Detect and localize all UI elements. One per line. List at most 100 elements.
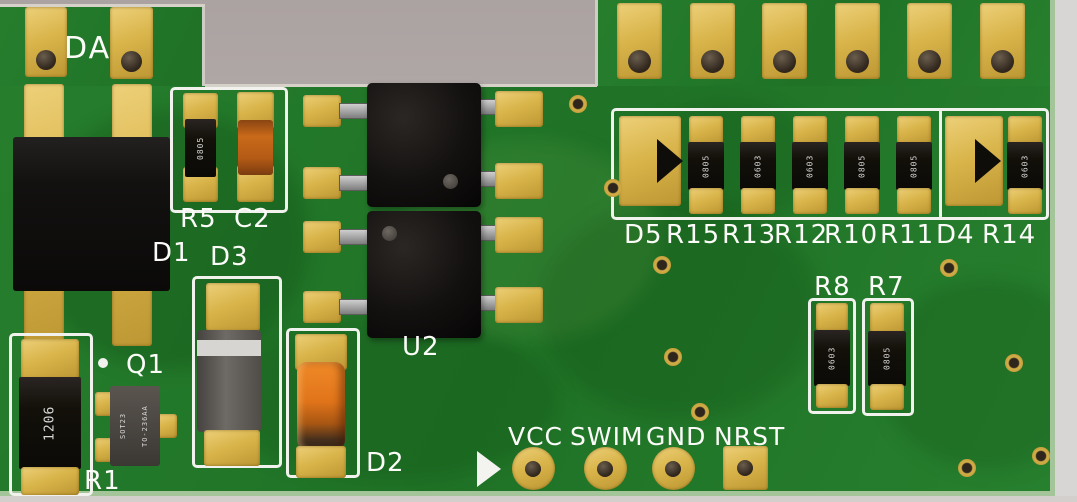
board-shading: [220, 320, 560, 480]
drill-hole: [525, 461, 541, 477]
d2-pad: [296, 446, 346, 478]
component-r12-body: 0603: [792, 142, 828, 190]
r7-pad: [870, 384, 904, 410]
drill-hole: [36, 50, 56, 70]
drill-hole: [773, 50, 796, 73]
r5-marking: 0805: [196, 136, 205, 160]
r15-pad: [689, 116, 723, 144]
r10-marking: 0805: [857, 154, 867, 178]
label-r13: R13: [722, 220, 777, 250]
component-r11-body: 0805: [896, 142, 932, 190]
label-r8: R8: [814, 272, 851, 302]
via: [604, 179, 622, 197]
label-d5: D5: [624, 220, 663, 250]
u2-pad: [303, 167, 341, 199]
drill-hole: [597, 461, 613, 477]
via: [1032, 447, 1050, 465]
component-r1-body: 1206: [19, 377, 81, 469]
component-r8-body: 0603: [814, 330, 850, 386]
label-d2: D2: [366, 448, 405, 478]
label-d3: D3: [210, 242, 249, 272]
r14-pad: [1008, 188, 1042, 214]
q1-silk-dot: [98, 358, 108, 368]
via: [691, 403, 709, 421]
via: [653, 256, 671, 274]
via: [1005, 354, 1023, 372]
r8-pad: [816, 384, 848, 408]
component-ic-body: [367, 83, 481, 207]
r14-pad: [1008, 116, 1042, 144]
board-edge: [595, 0, 598, 86]
board-edge: [1050, 0, 1055, 496]
r11-marking: 0805: [909, 154, 919, 178]
label-r5: R5: [180, 204, 217, 234]
label-d1: D1: [152, 238, 191, 268]
r15-pad: [689, 188, 723, 214]
r1-pad: [21, 339, 79, 379]
u2-pad: [495, 217, 543, 253]
via: [569, 95, 587, 113]
q1-marking: TO-236AA: [141, 405, 149, 447]
via: [940, 259, 958, 277]
component-r5-body: 0805: [185, 119, 216, 177]
label-r12: R12: [774, 220, 829, 250]
label-r11: R11: [880, 220, 935, 250]
r8-silkscreen-outline: [808, 298, 856, 414]
component-u2-body: [367, 211, 481, 338]
board-edge: [202, 6, 205, 86]
component-c2-body: [238, 120, 273, 175]
d3-cathode-band: [197, 340, 261, 356]
r15-marking: 0805: [701, 154, 711, 178]
board-shading: [540, 200, 820, 420]
via: [664, 348, 682, 366]
u2-pad: [495, 163, 543, 199]
component-r7-body: 0805: [868, 331, 906, 386]
u2-pad: [495, 91, 543, 127]
label-gnd: GND: [646, 422, 707, 451]
label-d4: D4: [936, 220, 975, 250]
label-r10: R10: [824, 220, 879, 250]
r11-pad: [897, 116, 931, 144]
r7-silkscreen-outline: [862, 298, 914, 416]
r10-pad: [845, 116, 879, 144]
r11-pad: [897, 188, 931, 214]
component-q1-body: SOT23 TO-236AA: [110, 386, 160, 466]
label-q1: Q1: [126, 350, 166, 380]
q1-pad: [157, 414, 177, 438]
pin1-dot: [443, 174, 458, 189]
label-r14: R14: [982, 220, 1037, 250]
d3-pad: [206, 283, 260, 331]
r13-pad: [741, 116, 775, 144]
board-edge: [0, 4, 205, 7]
drill-hole: [991, 50, 1014, 73]
drill-hole: [628, 50, 651, 73]
r7-pad: [870, 303, 904, 333]
component-d3-body: [197, 330, 261, 432]
via: [958, 459, 976, 477]
r10-pad: [845, 188, 879, 214]
drill-hole: [737, 460, 753, 476]
component-r14-body: 0603: [1007, 142, 1043, 190]
resistor-row-silkscreen-outline: [611, 108, 1049, 220]
drill-hole: [918, 50, 941, 73]
d3-pad: [204, 430, 260, 466]
r5-c2-silkscreen-outline: [170, 87, 288, 213]
background-right: [1055, 0, 1077, 502]
r1-pad: [21, 467, 79, 495]
d5-cathode-mark: [657, 139, 683, 183]
silkscreen-divider: [939, 110, 942, 217]
r14-marking: 0603: [1020, 154, 1030, 178]
component-d1-body: [13, 137, 170, 291]
u2-pad: [303, 95, 341, 127]
label-r7: R7: [868, 272, 905, 302]
u2-pad: [495, 287, 543, 323]
label-da: DA: [64, 31, 112, 66]
label-r1: R1: [84, 466, 121, 496]
drill-hole: [121, 51, 142, 72]
drill-hole: [846, 50, 869, 73]
pin1-dot: [382, 226, 397, 241]
label-c2: C2: [234, 204, 271, 234]
label-u2: U2: [402, 332, 440, 362]
board-edge: [0, 491, 1055, 496]
